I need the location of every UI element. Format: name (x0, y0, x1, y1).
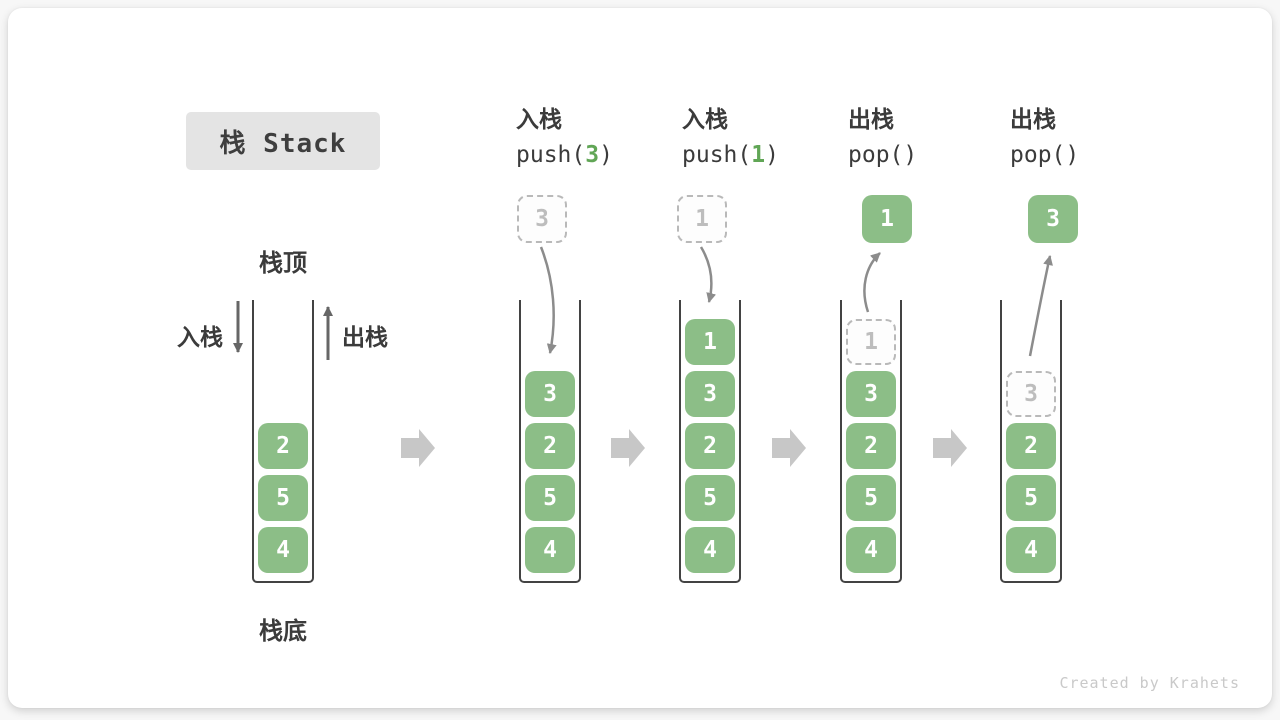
operation-code: pop() (1010, 142, 1080, 168)
operation-label: 入栈 push(3) (516, 106, 613, 169)
stack-container (252, 300, 314, 583)
stack-cell: 2 (846, 423, 896, 469)
block-right-arrow-icon (933, 429, 967, 467)
block-right-arrow-icon (401, 429, 435, 467)
stack-cell: 2 (1006, 423, 1056, 469)
operation-arg: 3 (585, 142, 600, 168)
stack-cell-ghost: 1 (846, 319, 896, 365)
operation-arg: 1 (751, 142, 766, 168)
stack-top-label: 栈顶 (259, 249, 307, 277)
stack-cell: 2 (525, 423, 575, 469)
operation-name: 出栈 (848, 107, 894, 133)
stack-cell: 4 (1006, 527, 1056, 573)
operation-name: 入栈 (682, 107, 728, 133)
watermark: Created by Krahets (1059, 674, 1240, 692)
stack-cell: 2 (685, 423, 735, 469)
curved-down-arrow-icon (699, 246, 717, 303)
incoming-value-box: 3 (517, 195, 567, 243)
stack-cell-ghost: 3 (1006, 371, 1056, 417)
curved-up-arrow-icon (1028, 255, 1053, 357)
stack-cell: 3 (846, 371, 896, 417)
stack-bottom-label: 栈底 (259, 617, 307, 645)
stack-cell: 3 (525, 371, 575, 417)
stack-cell: 4 (846, 527, 896, 573)
operation-name: 入栈 (516, 107, 562, 133)
popped-value-box: 3 (1028, 195, 1078, 243)
operation-name: 出栈 (1010, 107, 1056, 133)
diagram-title: 栈 Stack (186, 112, 380, 170)
block-right-arrow-icon (611, 429, 645, 467)
stack-container (840, 300, 902, 583)
operation-code: pop() (848, 142, 918, 168)
popped-value-box: 1 (862, 195, 912, 243)
stack-cell: 5 (525, 475, 575, 521)
stack-cell: 4 (525, 527, 575, 573)
stack-cell: 3 (685, 371, 735, 417)
stack-container (1000, 300, 1062, 583)
incoming-value-box: 1 (677, 195, 727, 243)
stack-cell: 2 (258, 423, 308, 469)
stack-cell: 4 (258, 527, 308, 573)
stack-cell: 5 (685, 475, 735, 521)
curved-up-arrow-icon (863, 252, 881, 313)
stack-cell: 5 (1006, 475, 1056, 521)
operation-code: push(1) (682, 142, 779, 168)
stack-container (679, 300, 741, 583)
curved-down-arrow-icon (539, 246, 557, 354)
pop-side-label: 出栈 (342, 325, 388, 351)
stack-cell: 5 (258, 475, 308, 521)
stack-container (519, 300, 581, 583)
stack-cell: 5 (846, 475, 896, 521)
push-side-label: 入栈 (177, 325, 223, 351)
block-right-arrow-icon (772, 429, 806, 467)
operation-label: 出栈 pop() (1010, 106, 1079, 169)
operation-code: push(3) (516, 142, 613, 168)
operation-label: 入栈 push(1) (682, 106, 779, 169)
stack-cell: 4 (685, 527, 735, 573)
operation-label: 出栈 pop() (848, 106, 917, 169)
stack-cell: 1 (685, 319, 735, 365)
